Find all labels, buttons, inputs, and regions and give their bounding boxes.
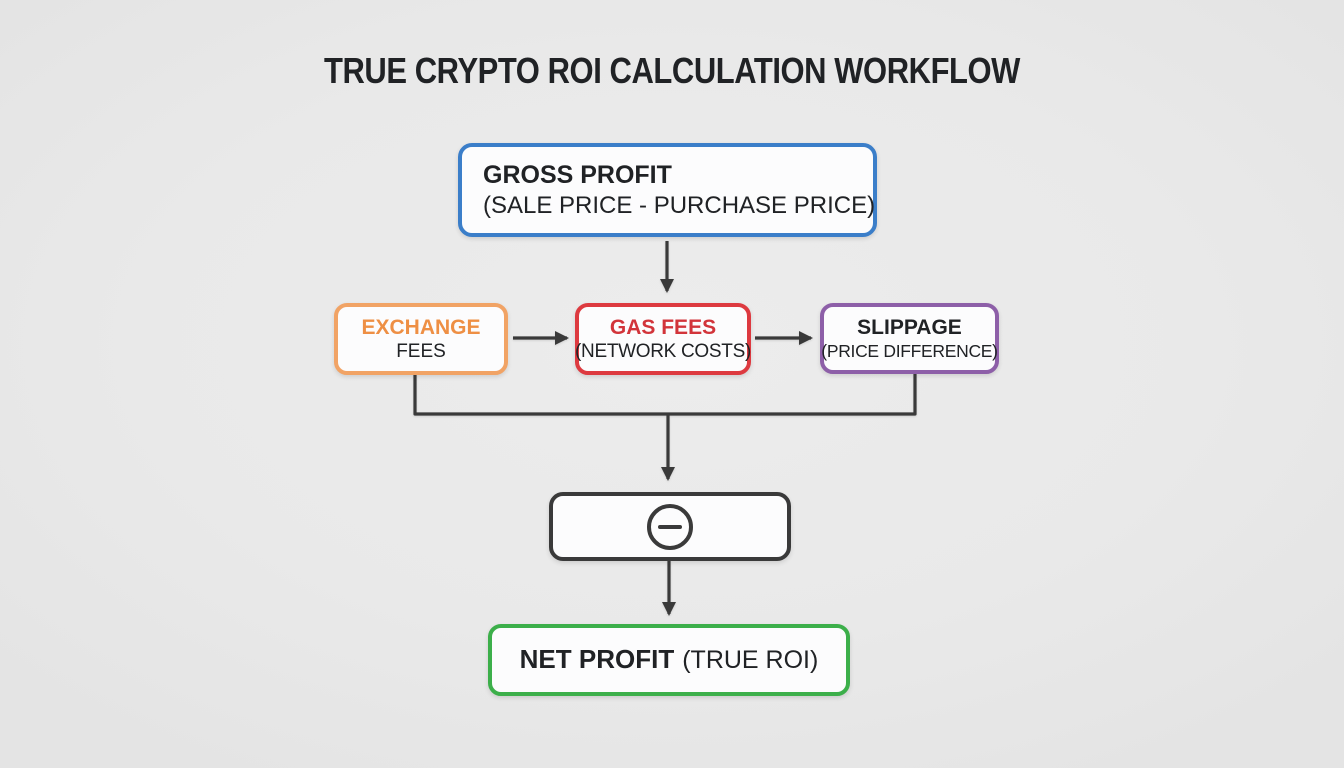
node-subtract	[549, 492, 791, 561]
node-gas-fees: GAS FEES (NETWORK COSTS)	[575, 303, 751, 375]
net-profit-label: NET PROFIT	[519, 644, 675, 675]
minus-circle-icon	[647, 503, 693, 550]
diagram-title: TRUE CRYPTO ROI CALCULATION WORKFLOW	[324, 50, 1020, 91]
exchange-fees-sublabel: FEES	[396, 341, 446, 363]
exchange-fees-label: EXCHANGE	[361, 315, 481, 339]
gas-fees-sublabel: (NETWORK COSTS)	[575, 341, 751, 363]
node-exchange-fees: EXCHANGE FEES	[334, 303, 508, 375]
node-slippage: SLIPPAGE (PRICE DIFFERENCE)	[820, 303, 999, 374]
node-net-profit: NET PROFIT (TRUE ROI)	[488, 624, 850, 696]
net-profit-sublabel: (TRUE ROI)	[682, 645, 819, 674]
slippage-sublabel: (PRICE DIFFERENCE)	[821, 340, 998, 361]
node-gross-profit: GROSS PROFIT (SALE PRICE - PURCHASE PRIC…	[458, 143, 877, 237]
slippage-label: SLIPPAGE	[857, 316, 962, 340]
connector-fees-merge	[413, 374, 917, 416]
gross-profit-label: GROSS PROFIT	[483, 161, 672, 190]
gross-profit-formula: (SALE PRICE - PURCHASE PRICE)	[483, 191, 876, 219]
gas-fees-label: GAS FEES	[609, 315, 717, 339]
